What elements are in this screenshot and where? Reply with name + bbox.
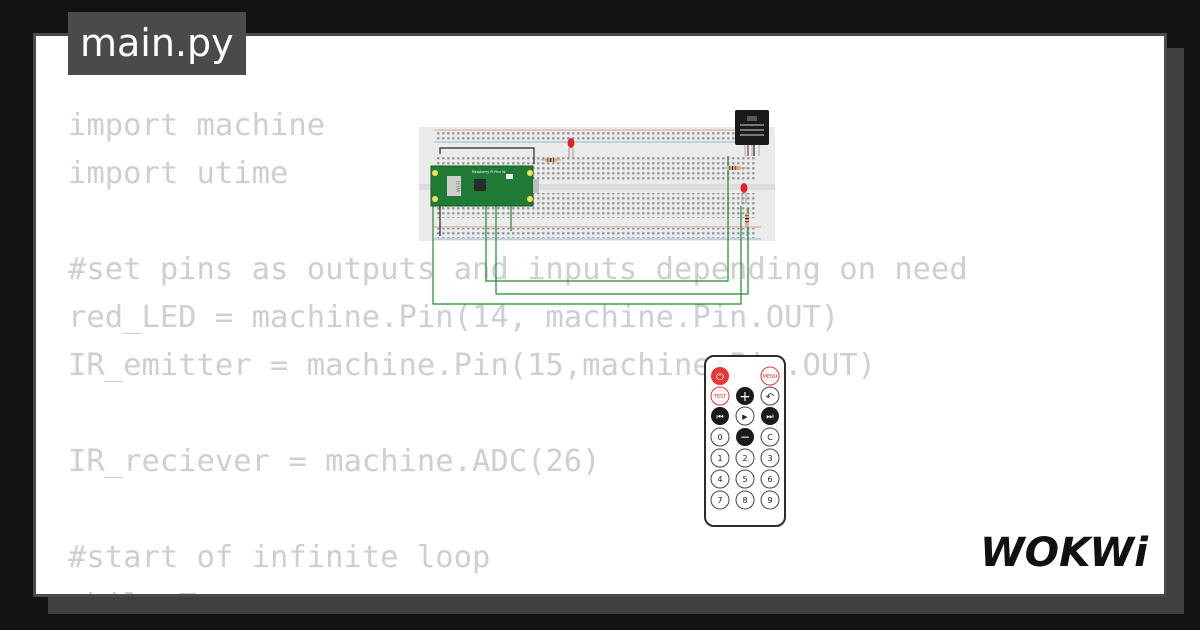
zero-label: 0 (717, 433, 722, 442)
resistor-1 (541, 158, 561, 162)
prev-icon: ⏮ (716, 412, 723, 421)
code-line-7 (68, 390, 968, 438)
code-line-5: red_LED = machine.Pin(14, machine.Pin.OU… (68, 300, 840, 335)
digit-button-9[interactable]: 9 (760, 490, 780, 510)
digit-label: 8 (742, 496, 747, 505)
code-line-1: import machine (68, 108, 326, 143)
digit-button-5[interactable]: 5 (735, 469, 755, 489)
digit-label: 7 (717, 496, 722, 505)
file-tab[interactable]: main.py (68, 12, 246, 75)
minus-button[interactable]: − (736, 428, 754, 446)
plus-button[interactable]: + (736, 387, 754, 405)
menu-label: MENU (763, 374, 778, 380)
file-tab-label: main.py (80, 21, 234, 65)
resistor-3 (745, 208, 749, 236)
digit-label: 2 (742, 454, 747, 463)
led-1[interactable] (567, 138, 575, 158)
digit-button-4[interactable]: 4 (710, 469, 730, 489)
back-icon: ↶ (766, 392, 774, 403)
power-icon: ⏻ (716, 372, 724, 383)
minus-icon: − (740, 430, 750, 444)
test-button[interactable]: TEST (710, 386, 730, 406)
digit-label: 5 (742, 475, 747, 484)
code-line-2: import utime (68, 156, 289, 191)
preview-card: import machine import utime #set pins as o… (33, 33, 1167, 597)
wokwi-logo-text: WOKWi (980, 530, 1149, 576)
prev-button[interactable]: ⏮ (711, 407, 729, 425)
digit-button-3[interactable]: 3 (760, 448, 780, 468)
wokwi-logo: WOKWi (980, 530, 1149, 576)
clear-button[interactable]: C (760, 427, 780, 447)
play-button[interactable]: ▶ (735, 406, 755, 426)
power-button[interactable]: ⏻ (711, 367, 729, 385)
digit-button-2[interactable]: 2 (735, 448, 755, 468)
ir-receiver-module[interactable] (735, 110, 769, 156)
pico-board-label: Raspberry Pi Pico W (472, 170, 506, 174)
code-line-8: IR_reciever = machine.ADC(26) (68, 444, 601, 479)
digit-button-1[interactable]: 1 (710, 448, 730, 468)
wires (432, 132, 755, 305)
test-label: TEST (713, 394, 727, 400)
circuit-diagram[interactable]: Raspberry Pi Pico W Wi-Fi (419, 104, 779, 316)
digit-label: 4 (717, 475, 722, 484)
digit-button-8[interactable]: 8 (735, 490, 755, 510)
digit-label: 3 (767, 454, 772, 463)
digit-label: 1 (717, 454, 722, 463)
pico-board[interactable]: Raspberry Pi Pico W Wi-Fi (430, 165, 539, 207)
plus-icon: + (739, 389, 751, 405)
digit-button-7[interactable]: 7 (710, 490, 730, 510)
code-line-10: #start of infinite loop (68, 540, 491, 575)
zero-button[interactable]: 0 (710, 427, 730, 447)
wifi-label: Wi-Fi (456, 181, 462, 192)
ir-remote[interactable]: ⏻ MENU TEST + ↶ ⏮ ▶ ⏭ (703, 354, 787, 528)
digit-button-6[interactable]: 6 (760, 469, 780, 489)
next-button[interactable]: ⏭ (761, 407, 779, 425)
digit-label: 9 (767, 496, 772, 505)
code-line-6: IR_emitter = machine.Pin(15,machine.Pin.… (68, 348, 876, 383)
back-button[interactable]: ↶ (760, 386, 780, 406)
play-icon: ▶ (742, 413, 748, 421)
menu-button[interactable]: MENU (760, 366, 780, 386)
digit-label: 6 (767, 475, 772, 484)
resistor-2 (722, 166, 748, 170)
code-line-4: #set pins as outputs and inputs dependin… (68, 252, 968, 287)
next-icon: ⏭ (766, 412, 773, 421)
code-line-9 (68, 486, 968, 534)
clear-label: C (767, 433, 773, 442)
led-2[interactable] (740, 183, 748, 204)
code-line-11: while True: (68, 582, 968, 594)
